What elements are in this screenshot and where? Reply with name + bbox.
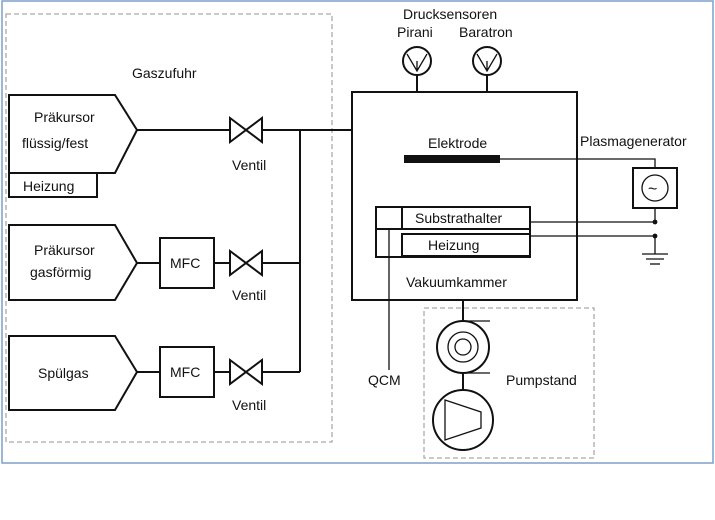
valve-label-2: Ventil — [232, 287, 266, 303]
heater-box-2 — [401, 233, 531, 257]
purge-gas-label: Spülgas — [38, 365, 89, 381]
image-border — [1, 0, 714, 464]
ac-source-icon — [641, 174, 669, 202]
pump-stand-label: Pumpstand — [506, 372, 577, 388]
heater-label-1: Heizung — [23, 178, 74, 194]
baratron-gauge-icon — [472, 46, 502, 92]
gas-supply-region — [5, 13, 333, 443]
gas-supply-label: Gaszufuhr — [132, 65, 197, 81]
electrode-label: Elektrode — [428, 135, 487, 151]
valve-label-1: Ventil — [232, 157, 266, 173]
valve-icon — [229, 249, 263, 277]
electrode — [404, 155, 500, 163]
precursor-liquid-solid: Präkursor flüssig/fest Heizung — [8, 94, 139, 198]
vacuum-chamber — [351, 91, 578, 301]
pump-stand-region — [423, 307, 595, 459]
plasma-generator-label: Plasmagenerator — [580, 133, 687, 149]
mfc-box-2 — [159, 346, 215, 398]
qcm-sensor — [375, 206, 403, 230]
junction-dot — [652, 219, 658, 225]
pirani-label: Pirani — [397, 24, 433, 40]
junction-dot — [652, 233, 658, 239]
mfc-label-1: MFC — [170, 255, 200, 271]
qcm-label: QCM — [368, 372, 401, 388]
valve-icon — [229, 116, 263, 144]
ac-source-symbol: ~ — [648, 181, 657, 198]
purge-gas: Spülgas — [8, 335, 139, 411]
turbo-pump-icon — [436, 320, 490, 374]
backing-pump-icon — [432, 389, 494, 451]
ground-icon — [642, 253, 668, 265]
baratron-label: Baratron — [459, 24, 513, 40]
valve-label-3: Ventil — [232, 397, 266, 413]
electrode-lead — [500, 158, 656, 168]
precursor-liquid-solid-label-line2: flüssig/fest — [22, 135, 88, 151]
mfc-label-2: MFC — [170, 364, 200, 380]
vacuum-chamber-label: Vakuumkammer — [406, 274, 507, 290]
heater-box-1 — [8, 172, 98, 198]
valve-icon — [229, 358, 263, 386]
precursor-gaseous-label-line2: gasförmig — [30, 264, 91, 280]
substrate-holder — [401, 206, 531, 230]
pressure-sensors-label: Drucksensoren — [403, 6, 497, 22]
precursor-gaseous-label-line1: Präkursor — [34, 242, 95, 258]
heater-label-2: Heizung — [428, 237, 479, 253]
precursor-liquid-solid-label-line1: Präkursor — [34, 109, 95, 125]
precursor-gaseous: Präkursor gasförmig — [8, 224, 139, 301]
substrate-holder-label: Substrathalter — [415, 210, 502, 226]
pirani-gauge-icon — [402, 46, 432, 92]
